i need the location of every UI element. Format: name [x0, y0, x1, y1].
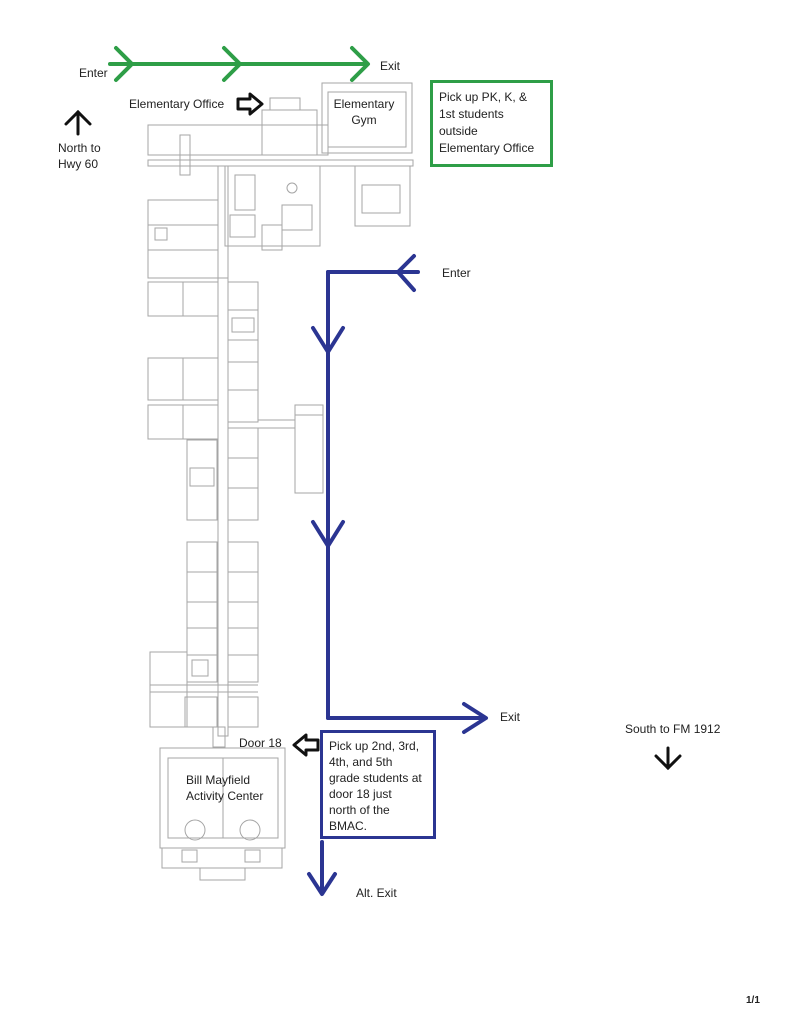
blue-chevron-down-2: [311, 520, 345, 548]
bmac-line2: Activity Center: [186, 789, 264, 803]
elementary-gym-label: Elementary Gym: [328, 96, 400, 128]
south-label: South to FM 1912: [625, 722, 721, 736]
green-route: [108, 46, 370, 82]
alt-exit-label: Alt. Exit: [356, 886, 397, 900]
blue-note-line: 4th, and 5th: [329, 755, 393, 769]
blue-note-line: BMAC.: [329, 819, 368, 833]
alt-exit-arrowhead: [307, 872, 337, 896]
green-enter-label: Enter: [79, 66, 108, 80]
green-note-line: 1st students: [439, 107, 504, 121]
green-exit-label: Exit: [380, 59, 401, 73]
blue-enter-chevron: [396, 254, 416, 292]
elementary-office-label: Elementary Office: [129, 97, 225, 111]
blue-note-line: north of the: [329, 803, 390, 817]
blue-chevron-down-1: [311, 326, 345, 354]
north-label: North to Hwy 60: [58, 140, 101, 172]
blue-exit-label: Exit: [500, 710, 521, 724]
blue-route: [307, 254, 488, 896]
arrow-up-icon: [64, 109, 92, 136]
bmac-line1: Bill Mayfield: [186, 773, 251, 787]
green-chevron-1: [114, 46, 134, 82]
elementary-gym-line2: Gym: [351, 113, 377, 127]
arrow-down-icon: [654, 746, 682, 771]
green-chevron-2: [222, 46, 242, 82]
north-line2: Hwy 60: [58, 157, 99, 171]
green-chevron-3: [350, 46, 370, 82]
green-note-line: Pick up PK, K, &: [439, 90, 528, 104]
blue-note-line: grade students at: [329, 771, 422, 785]
hollow-arrow-left-icon: [292, 733, 320, 757]
bmac-label: Bill Mayfield Activity Center: [186, 772, 263, 804]
school-floorplan: [147, 82, 414, 881]
blue-exit-arrowhead: [462, 702, 488, 734]
green-pickup-note: Pick up PK, K, & 1st students outside El…: [430, 80, 553, 167]
blue-enter-label: Enter: [442, 266, 471, 280]
hollow-arrow-right-icon: [236, 92, 264, 116]
green-note-line: Elementary Office: [439, 141, 535, 155]
green-note-line: outside: [439, 124, 478, 138]
page-number: 1/1: [746, 995, 760, 1006]
blue-pickup-note: Pick up 2nd, 3rd, 4th, and 5th grade stu…: [320, 730, 436, 839]
blue-note-line: door 18 just: [329, 787, 392, 801]
blue-note-line: Pick up 2nd, 3rd,: [329, 739, 420, 753]
north-line1: North to: [58, 141, 101, 155]
elementary-gym-line1: Elementary: [333, 97, 395, 111]
door-18-label: Door 18: [239, 736, 282, 750]
